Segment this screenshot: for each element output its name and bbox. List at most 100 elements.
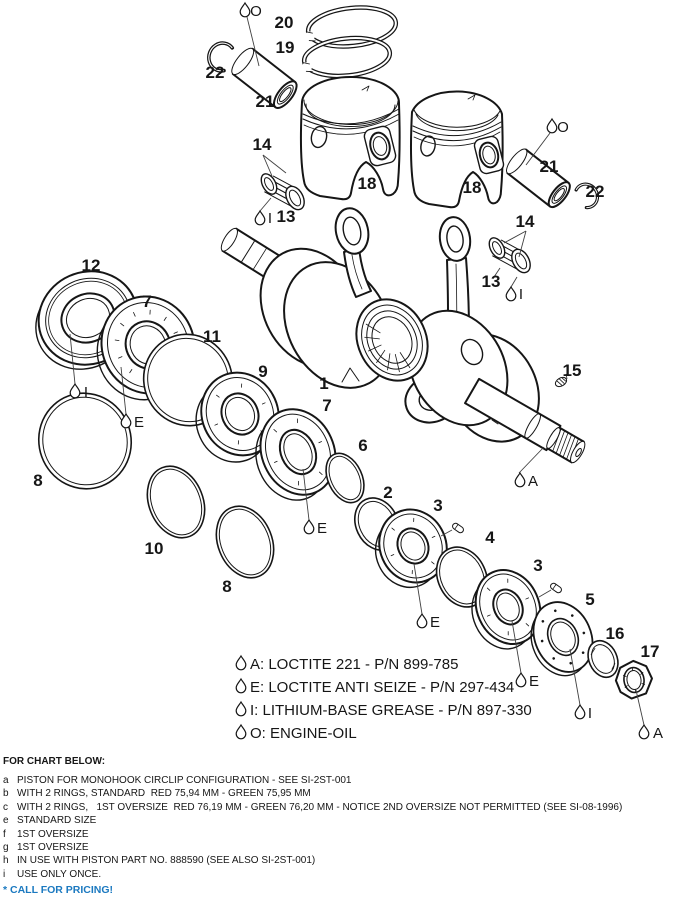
lubricant-legend: A: LOCTITE 221 - P/N 899-785 E: LOCTITE … (235, 655, 532, 742)
call-for-pricing-note: * CALL FOR PRICING! (3, 884, 114, 897)
part-label-11: 11 (203, 327, 221, 346)
callout-loctite-shaft: A (528, 473, 538, 490)
callout-antiseize-7-left: E (134, 414, 144, 431)
bearing-dowel-pin-left (452, 522, 464, 534)
part-label-18-right: 18 (463, 178, 482, 197)
part-label-21-left: 21 (256, 92, 275, 111)
antiseize-drop-icon (303, 519, 315, 535)
part-4-o-ring (435, 546, 489, 608)
part-label-1: 1 (319, 374, 328, 393)
part-label-3-left: 3 (433, 496, 442, 515)
legend-loctite-antiseize: E: LOCTITE ANTI SEIZE - P/N 297-434 (250, 679, 514, 696)
part-label-10: 10 (145, 539, 164, 558)
grease-drop-icon (505, 286, 517, 302)
part-label-6: 6 (358, 436, 367, 455)
part-5-flange (530, 601, 594, 677)
grease-drop-icon (254, 210, 266, 226)
part-22-circlip-right (574, 182, 600, 210)
part-label-22-right: 22 (586, 182, 605, 201)
part-8-o-ring-mid (215, 505, 275, 579)
part-label-14-right: 14 (516, 212, 535, 231)
dome-arrow-mark (361, 85, 370, 92)
callout-loctite-17: A (653, 725, 663, 742)
part-22-circlip-left (207, 41, 235, 73)
part-label-16: 16 (606, 624, 625, 643)
part-16-lock-washer (587, 639, 619, 679)
callout-grease-5: I (588, 705, 592, 722)
bearing-dowel-pin-right (550, 582, 562, 594)
part-label-22-left: 22 (206, 63, 225, 82)
part-8-o-ring-left (37, 392, 133, 490)
exploded-crankshaft-diagram: O 20 19 22 21 18 18 14 13 I O 21 22 14 1… (33, 2, 663, 742)
part-label-9: 9 (258, 362, 267, 381)
part-18-piston-left (299, 75, 401, 201)
crank-web-notch (341, 367, 360, 383)
antiseize-drop-icon (235, 678, 247, 694)
callout-grease-13-left: I (268, 210, 272, 227)
part-label-5: 5 (585, 590, 594, 609)
dome-arrow-mark (467, 94, 476, 101)
part-label-15: 15 (563, 361, 582, 380)
part-7-bearing-mid (255, 408, 337, 501)
callout-grease-12: I (84, 384, 88, 401)
grease-drop-icon (235, 701, 247, 717)
part-label-19: 19 (276, 38, 295, 57)
part-18-piston-right (409, 90, 505, 209)
callout-oil-right: O (557, 119, 569, 136)
part-17-nut (614, 659, 653, 700)
part-label-7-left: 7 (142, 292, 151, 311)
part-label-14-left: 14 (253, 135, 272, 154)
loctite-drop-icon (514, 472, 526, 488)
antiseize-drop-icon (416, 613, 428, 629)
callout-antiseize-3-right: E (529, 673, 539, 690)
grease-drop-icon (69, 383, 81, 399)
part-13-needle-bearing-right (488, 237, 531, 274)
callout-antiseize-3-left: E (430, 614, 440, 631)
part-label-7-mid: 7 (322, 396, 331, 415)
crank-pto-shaft (464, 377, 586, 464)
part-1-crankshaft (220, 207, 586, 464)
part-label-18-left: 18 (358, 174, 377, 193)
part-label-2: 2 (383, 483, 392, 502)
oil-drop-icon (546, 118, 558, 134)
grease-drop-icon (574, 704, 586, 720)
callout-oil-top: O (250, 3, 262, 20)
crank-labyrinth-seal (355, 298, 429, 382)
part-label-12: 12 (82, 256, 101, 275)
part-label-21-right: 21 (540, 157, 559, 176)
part-20-piston-ring (304, 5, 399, 49)
part-label-8-mid: 8 (222, 577, 231, 596)
part-3-bearing-right (471, 569, 542, 650)
part-label-13-right: 13 (482, 272, 501, 291)
part-label-17: 17 (641, 642, 660, 661)
antiseize-drop-icon (515, 672, 527, 688)
part-19-piston-ring (301, 35, 393, 79)
legend-lithium-grease: I: LITHIUM-BASE GREASE - P/N 897-330 (250, 702, 532, 719)
part-15-woodruff-key (554, 376, 568, 388)
part-13-needle-bearing-left (260, 173, 305, 211)
legend-engine-oil: O: ENGINE-OIL (250, 725, 357, 742)
callout-antiseize-7-mid: E (317, 520, 327, 537)
part-21-piston-pin-right (506, 148, 571, 209)
part-3-bearing-left (374, 508, 448, 588)
legend-loctite-221: A: LOCTITE 221 - P/N 899-785 (250, 656, 458, 673)
callout-grease-13-right: I (519, 286, 523, 303)
part-labels: O 20 19 22 21 18 18 14 13 I O 21 22 14 1… (33, 3, 663, 742)
part-label-3-right: 3 (533, 556, 542, 575)
part-10-o-ring (146, 465, 206, 539)
loctite-drop-icon (235, 655, 247, 671)
crank-rod-left (334, 207, 372, 298)
part-label-8-left: 8 (33, 471, 42, 490)
oil-drop-icon (235, 724, 247, 740)
footnote-chart-title: FOR CHART BELOW: (3, 756, 106, 767)
